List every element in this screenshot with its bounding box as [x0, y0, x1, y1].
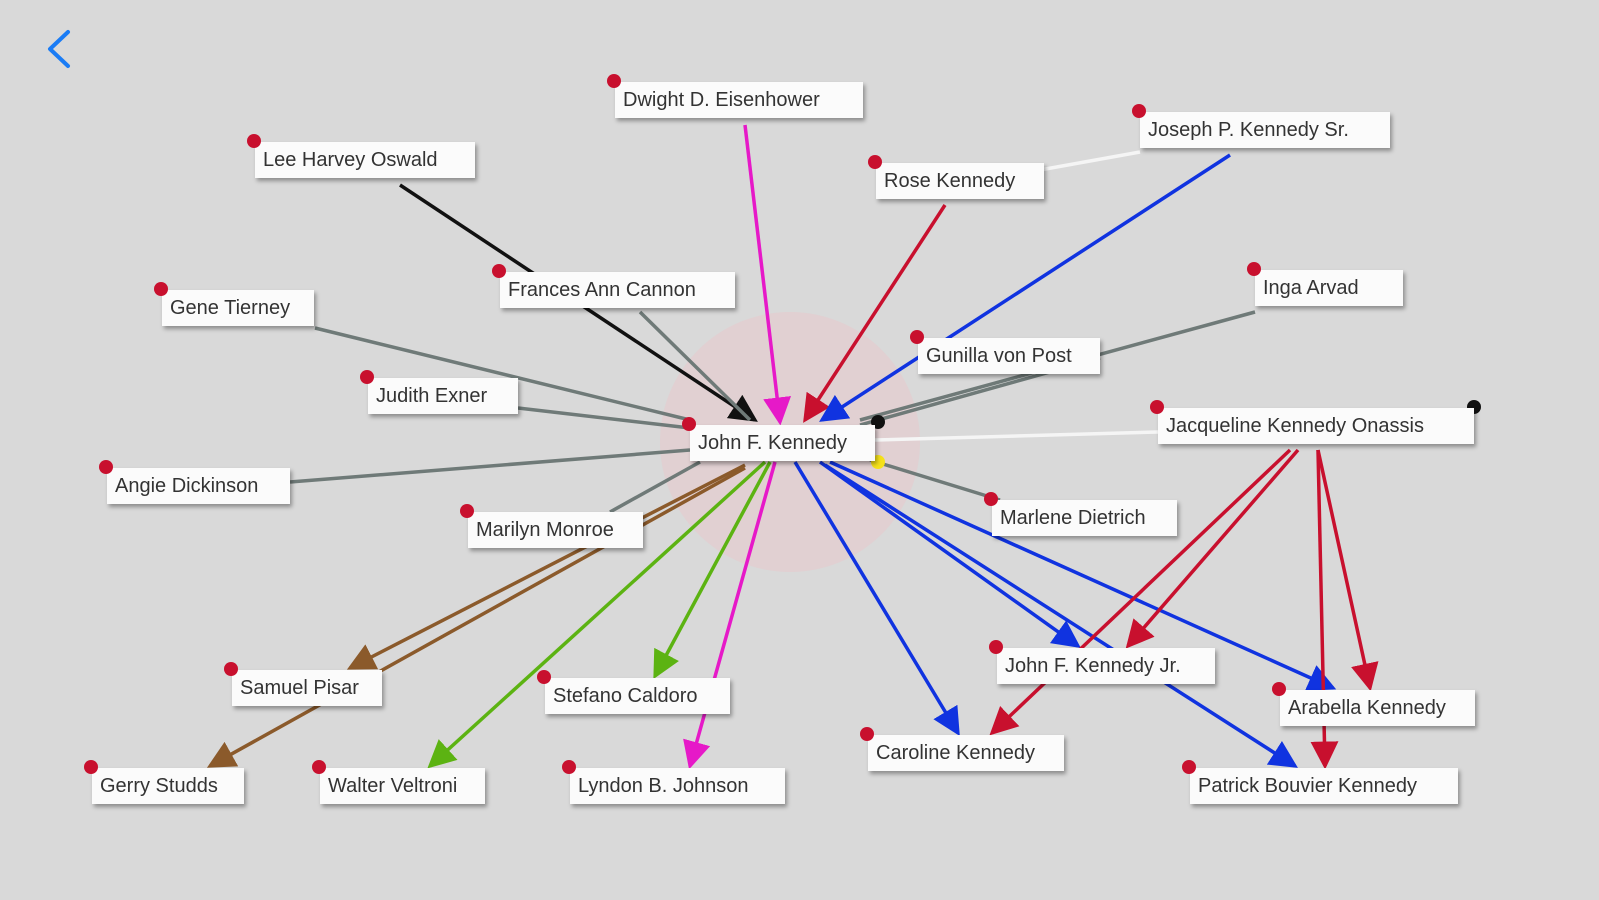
node-label: John F. Kennedy — [698, 432, 847, 454]
node-handle-icon[interactable] — [224, 662, 238, 676]
node-label: Lyndon B. Johnson — [578, 775, 749, 797]
node-handle-icon[interactable] — [312, 760, 326, 774]
node-label: Caroline Kennedy — [876, 742, 1035, 764]
node-label: Judith Exner — [376, 385, 488, 407]
node-label: Gene Tierney — [170, 297, 291, 319]
node-gunilla[interactable]: Gunilla von Post — [910, 330, 1100, 374]
node-label: Arabella Kennedy — [1288, 697, 1446, 719]
chevron-left-icon — [48, 30, 70, 68]
edge-jackie-arabella — [1316, 449, 1379, 692]
edge-jfk-arabella — [829, 460, 1337, 691]
node-eisenhower[interactable]: Dwight D. Eisenhower — [607, 74, 863, 118]
node-handle-icon[interactable] — [537, 670, 551, 684]
node-handle-icon[interactable] — [910, 330, 924, 344]
edge-jfk-lyndon — [683, 461, 777, 770]
node-handle-icon[interactable] — [607, 74, 621, 88]
node-handle-icon[interactable] — [1272, 682, 1286, 696]
node-jackie[interactable]: Jacqueline Kennedy Onassis — [1150, 400, 1474, 444]
node-handle-icon[interactable] — [492, 264, 506, 278]
node-label: Lee Harvey Oswald — [263, 149, 438, 171]
edge-jfk-samuel — [346, 463, 746, 670]
edge-joseph-rose — [1039, 150, 1141, 172]
edge-eisenhower-jfk — [743, 124, 792, 426]
edge-jfk-jfkjr — [818, 460, 1081, 649]
node-label: Gunilla von Post — [926, 345, 1072, 367]
node-marlene[interactable]: Marlene Dietrich — [984, 492, 1177, 536]
edge-frances-jfk — [638, 310, 752, 422]
edge-gene-jfk — [314, 326, 691, 422]
node-jfkjr[interactable]: John F. Kennedy Jr. — [989, 640, 1215, 684]
node-stefano[interactable]: Stefano Caldoro — [537, 670, 730, 714]
node-label: Walter Veltroni — [328, 775, 458, 797]
node-label: Angie Dickinson — [115, 475, 259, 497]
edge-jackie-caroline — [989, 448, 1292, 736]
node-label: Marilyn Monroe — [476, 519, 614, 541]
edge-jackie-jfkjr — [1125, 448, 1300, 649]
edge-judith-jfk — [517, 406, 691, 430]
node-handle-icon[interactable] — [989, 640, 1003, 654]
node-marilyn[interactable]: Marilyn Monroe — [460, 504, 643, 548]
node-lyndon[interactable]: Lyndon B. Johnson — [562, 760, 785, 804]
edge-jfk-stefano — [653, 461, 772, 680]
node-handle-icon[interactable] — [562, 760, 576, 774]
edge-rose-jfk — [803, 204, 947, 423]
edge-jackie-jfk — [874, 430, 1159, 442]
node-handle-icon[interactable] — [1182, 760, 1196, 774]
node-handle-icon[interactable] — [99, 460, 113, 474]
edge-marilyn-jfk — [609, 460, 701, 514]
edge-jfk-walter — [427, 460, 767, 769]
node-handle-icon[interactable] — [247, 134, 261, 148]
node-patrick[interactable]: Patrick Bouvier Kennedy — [1182, 760, 1458, 804]
node-caroline[interactable]: Caroline Kennedy — [860, 727, 1064, 771]
edge-angie-jfk — [289, 448, 691, 484]
node-label: Joseph P. Kennedy Sr. — [1148, 119, 1349, 141]
node-label: Jacqueline Kennedy Onassis — [1166, 415, 1424, 437]
node-label: Samuel Pisar — [240, 677, 359, 699]
node-label: Dwight D. Eisenhower — [623, 89, 820, 111]
node-label: Patrick Bouvier Kennedy — [1198, 775, 1418, 797]
node-walter[interactable]: Walter Veltroni — [312, 760, 485, 804]
node-label: John F. Kennedy Jr. — [1005, 655, 1181, 677]
edge-marlene-jfk — [869, 458, 1001, 502]
node-handle-icon[interactable] — [1247, 262, 1261, 276]
node-handle-icon[interactable] — [360, 370, 374, 384]
node-label: Frances Ann Cannon — [508, 279, 696, 301]
node-handle-icon[interactable] — [868, 155, 882, 169]
node-handle-icon[interactable] — [1132, 104, 1146, 118]
node-angie[interactable]: Angie Dickinson — [99, 460, 290, 504]
edge-jfk-gerry — [206, 466, 746, 768]
edge-joseph-jfk — [819, 153, 1231, 422]
node-handle-icon[interactable] — [1150, 400, 1164, 414]
edge-jfk-patrick — [824, 463, 1298, 768]
back-button[interactable] — [40, 26, 80, 72]
node-arabella[interactable]: Arabella Kennedy — [1272, 682, 1475, 726]
node-handle-icon[interactable] — [984, 492, 998, 506]
node-rose[interactable]: Rose Kennedy — [868, 155, 1044, 199]
node-gene[interactable]: Gene Tierney — [154, 282, 314, 326]
node-label: Rose Kennedy — [884, 170, 1016, 192]
node-frances[interactable]: Frances Ann Cannon — [492, 264, 735, 308]
node-handle-icon[interactable] — [460, 504, 474, 518]
edge-jfk-caroline — [793, 461, 960, 736]
node-judith[interactable]: Judith Exner — [360, 370, 518, 414]
node-jfk[interactable]: John F. Kennedy — [682, 417, 875, 461]
node-handle-icon[interactable] — [84, 760, 98, 774]
node-handle-icon[interactable] — [682, 417, 696, 431]
node-label: Stefano Caldoro — [553, 685, 698, 707]
node-samuel[interactable]: Samuel Pisar — [224, 662, 382, 706]
node-inga[interactable]: Inga Arvad — [1247, 262, 1403, 306]
node-label: Inga Arvad — [1263, 277, 1359, 299]
node-gerry[interactable]: Gerry Studds — [84, 760, 244, 804]
node-label: Gerry Studds — [100, 775, 218, 797]
node-label: Marlene Dietrich — [1000, 507, 1146, 529]
node-joseph[interactable]: Joseph P. Kennedy Sr. — [1132, 104, 1390, 148]
node-handle-icon[interactable] — [154, 282, 168, 296]
node-handle-icon[interactable] — [860, 727, 874, 741]
node-oswald[interactable]: Lee Harvey Oswald — [247, 134, 475, 178]
